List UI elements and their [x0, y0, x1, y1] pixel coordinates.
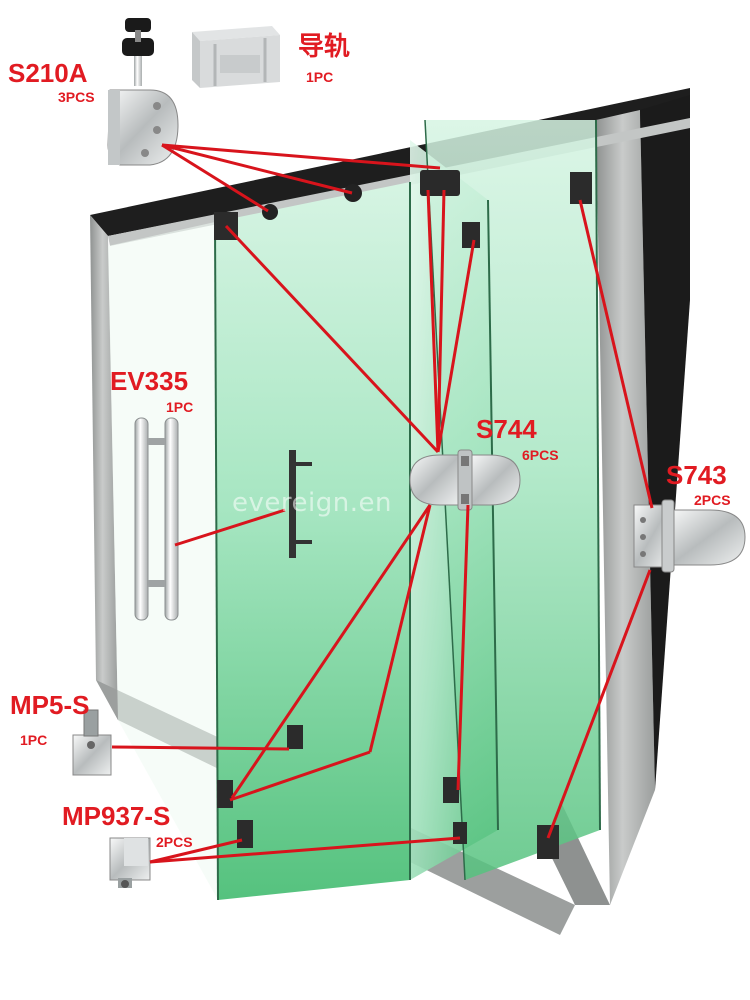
leader-line	[546, 569, 652, 839]
label-s744-code: S744	[476, 414, 537, 444]
label-s743-qty: 2PCS	[694, 492, 731, 508]
label-mp5s-qty: 1PC	[20, 732, 48, 748]
leader-line	[456, 504, 470, 791]
leader-line	[229, 750, 371, 802]
pull-handle-icon	[134, 417, 179, 621]
leader-line	[161, 143, 441, 170]
leader-line	[149, 838, 243, 864]
bottom-patch	[237, 820, 253, 848]
leader-lines	[111, 143, 654, 864]
label-mp937s-code: MP937-S	[62, 801, 171, 831]
roller-wheel	[262, 204, 278, 220]
label-s744-qty: 6PCS	[522, 447, 559, 463]
glass-panel-left	[215, 182, 410, 900]
leader-line	[111, 745, 290, 751]
bottom-lock	[287, 725, 303, 749]
bottom-pivot-icon	[109, 837, 151, 888]
installed-hardware	[214, 170, 592, 859]
roller-hanger-icon	[107, 18, 179, 166]
label-ev335-code: EV335	[110, 366, 189, 396]
bottom-patch	[537, 825, 559, 859]
floor-lock-icon	[72, 709, 112, 776]
leader-line	[161, 143, 269, 213]
leader-line	[174, 508, 286, 547]
door-handle-bar	[289, 450, 296, 558]
roller-wheel	[344, 184, 362, 202]
top-patch	[462, 222, 480, 248]
label-s743-code: S743	[666, 460, 727, 490]
label-rail-name: 导轨	[298, 32, 351, 62]
glass-panel-back	[108, 222, 218, 900]
right-wall-post	[596, 110, 655, 905]
leader-line	[578, 199, 654, 509]
label-rail-qty: 1PC	[306, 69, 334, 85]
door-handle-leg	[296, 462, 312, 466]
roller-bracket	[420, 170, 460, 196]
watermark-text: evereign.en	[232, 488, 392, 518]
label-mp5s-code: MP5-S	[10, 690, 90, 720]
wall-hinge-icon	[633, 499, 746, 573]
bottom-patch	[443, 777, 459, 803]
top-patch	[570, 172, 592, 204]
leader-line	[426, 189, 440, 453]
right-dark-jamb	[640, 95, 690, 790]
leader-line	[436, 239, 476, 453]
aluminum-rail-icon	[192, 26, 280, 88]
glass-to-glass-hinge-icon	[409, 449, 521, 511]
left-jamb	[90, 215, 118, 720]
glass-edge	[595, 119, 601, 831]
leader-line	[368, 504, 432, 753]
glass-edge	[487, 199, 499, 831]
bottom-patch	[453, 822, 467, 844]
door-handle-leg	[296, 540, 312, 544]
bottom-patch	[217, 780, 233, 808]
label-mp937s-qty: 2PCS	[156, 834, 193, 850]
leader-line	[224, 224, 440, 454]
label-s210a-qty: 3PCS	[58, 89, 95, 105]
label-s210a-code: S210A	[8, 58, 88, 88]
glass-panel-right	[425, 120, 600, 880]
leader-line	[149, 836, 461, 864]
leader-line	[436, 189, 446, 453]
label-ev335-qty: 1PC	[166, 399, 194, 415]
leader-line	[161, 143, 353, 195]
